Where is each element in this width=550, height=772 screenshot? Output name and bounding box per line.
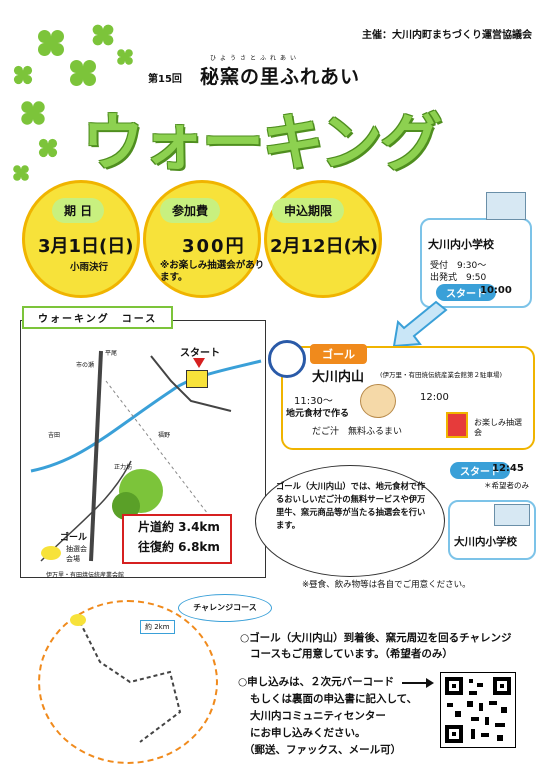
apply-note-4: にお申し込みください。	[250, 727, 366, 739]
goal-tag: ゴール	[310, 344, 367, 364]
challenge-note-2: コースもご用意しています。（希望者のみ）	[250, 648, 453, 660]
challenge-note-1: ○ゴール（大川内山）到着後、窯元周辺を回るチャレンジ	[240, 632, 512, 644]
challenge-distance: 約 2km	[140, 620, 175, 634]
arrow-down-icon	[392, 300, 448, 348]
deadline-value: 2月12日(木)	[270, 236, 379, 257]
fee-circle	[143, 180, 261, 298]
pottery-plate-icon	[268, 340, 306, 378]
deadline-label: 申込期限	[272, 198, 345, 223]
belongings-note: ※昼食、飲み物等は各自でご用意ください。	[302, 580, 471, 590]
goal-time-1: 11:30～	[294, 396, 333, 407]
fee-value: 300円	[182, 236, 246, 257]
return-school-icon	[494, 504, 530, 526]
place-yoshida: 吉田	[48, 432, 61, 439]
deadline-circle	[264, 180, 382, 298]
distance-box	[122, 514, 232, 564]
start-time: 10:00	[480, 285, 512, 296]
school-marker-icon	[186, 370, 208, 388]
challenge-route	[70, 614, 182, 743]
arrow-right-icon	[402, 682, 428, 684]
place-kaikan: 伊万里・有田焼伝統産業会館	[46, 572, 125, 579]
return-note: ＊希望者のみ	[484, 481, 529, 490]
organizer: 主催：大川内町まちづくり運営協議会	[362, 30, 532, 41]
date-note: 小雨決行	[70, 262, 109, 273]
event-subtitle: 秘窯の里ふれあい	[200, 66, 361, 88]
apply-note-5: （郵送、ファックス、メール可）	[244, 744, 402, 756]
map-roads	[30, 350, 262, 562]
reception-time: 受付 9:30～	[430, 261, 487, 271]
bubble-text: ゴール（大川内山）では、地元食材で作るおいしいだご汁の無料サービスや伊万里牛、窯…	[276, 481, 426, 530]
map-start-label: スタート	[180, 348, 220, 359]
school-building-icon	[486, 192, 526, 220]
goal-sub: (伊万里・有田焼伝統産業会館第２駐車場)	[380, 371, 503, 379]
map-goal-sub: 抽選会 会場	[66, 545, 87, 563]
apply-note-2: もしくは裏面の申込書に記入して、	[250, 693, 418, 705]
apply-note-3: 大川内コミュニティセンター	[250, 710, 386, 722]
challenge-map	[38, 600, 218, 764]
qr-code-icon[interactable]	[440, 672, 516, 748]
start-tag: スタート	[436, 284, 496, 301]
return-start-tag: スタート	[450, 462, 510, 479]
map-goal-label: ゴール	[60, 533, 88, 543]
start-school-name: 大川内小学校	[428, 238, 494, 251]
date-label: 期 日	[52, 198, 105, 223]
goal-time-2: 12:00	[420, 392, 449, 403]
return-school-name: 大川内小学校	[454, 536, 517, 548]
goal-desc-1: 地元食材で作る	[286, 409, 350, 419]
departure-time: 出発式 9:50	[430, 273, 487, 283]
course-label: ウォーキング コース	[22, 306, 174, 329]
course-map	[20, 320, 266, 578]
date-value: 3月1日(日)	[38, 236, 134, 257]
place-shorikibo: 正力坊	[114, 464, 133, 471]
start-marker-icon	[193, 358, 205, 368]
distance-one-way: 片道約 3.4km	[138, 520, 220, 534]
arrow-head-icon	[426, 678, 434, 688]
subtitle-ruby: ひようさとふれあい	[210, 55, 301, 62]
edition-label: 第15回	[148, 74, 182, 85]
lottery-box-icon	[446, 412, 468, 438]
fee-label: 参加費	[160, 198, 221, 223]
fee-note: ※お楽しみ抽選会があります。	[160, 260, 265, 283]
place-fukuno: 福野	[158, 432, 171, 439]
event-title: ウォーキング	[82, 106, 442, 179]
return-start-time: 12:45	[492, 463, 524, 474]
info-bubble	[255, 465, 445, 577]
lottery-label: お楽しみ抽選会	[474, 418, 522, 438]
place-ichinose: 市の瀬	[76, 362, 95, 369]
challenge-bubble: チャレンジコース	[178, 594, 272, 622]
soup-bowl-icon	[360, 384, 396, 418]
place-hirao: 平尾	[105, 350, 118, 357]
dango-soup: だご汁 無料ふるまい	[312, 427, 403, 437]
return-school-box	[448, 500, 536, 560]
goal-name: 大川内山	[312, 370, 365, 385]
distance-round-trip: 往復約 6.8km	[138, 540, 220, 554]
apply-note-1: ○申し込みは、２次元バーコード	[238, 676, 395, 688]
